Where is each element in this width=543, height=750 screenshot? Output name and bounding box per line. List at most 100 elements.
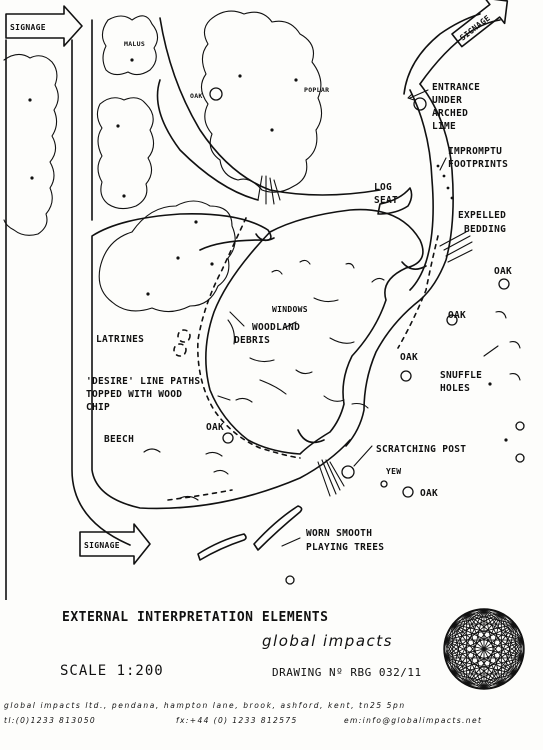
east-boundary — [345, 83, 454, 447]
company-logo — [443, 608, 525, 690]
label-footprints-1: IMPROMPTU — [448, 146, 502, 157]
upper-path-north-edge — [159, 17, 381, 196]
label-beech: BEECH — [104, 434, 134, 445]
leader-worn — [281, 537, 301, 547]
oak-tree — [515, 453, 525, 463]
label-poplar: POPLAR — [304, 86, 329, 94]
site-plan: SIGNAGE SIGNAGE SIGNAGE MALUS OAK POPLAR… — [3, 0, 525, 600]
playing-tree-1 — [253, 505, 303, 551]
entrance-path — [403, 13, 501, 95]
main-path-west-edge — [71, 39, 131, 546]
malus-hedge — [101, 15, 159, 76]
shrub-mark — [179, 495, 199, 501]
arched-lime-tree — [413, 97, 427, 111]
fax: fx:+44 (0) 1233 812575 — [176, 716, 298, 725]
label-oak-top: OAK — [190, 92, 203, 100]
main-loop-outer — [91, 213, 351, 510]
sign-label: SIGNAGE — [84, 541, 120, 550]
woodland-debris — [227, 259, 385, 409]
oak-top-tree — [209, 87, 223, 101]
label-latrines: LATRINES — [96, 334, 144, 345]
impromptu-footprints — [436, 164, 454, 200]
oak-tree — [400, 370, 412, 382]
snuffle-hole-3 — [509, 373, 521, 381]
desire-path-south — [167, 489, 233, 501]
label-desire-1: 'DESIRE' LINE PATHS — [86, 376, 200, 387]
oak-tree — [402, 486, 414, 498]
label-oak-bottom: OAK — [420, 488, 438, 499]
company-name: global impacts — [262, 632, 393, 650]
label-oak-mid: OAK — [400, 352, 418, 363]
label-footprints-2: FOOTPRINTS — [448, 159, 508, 170]
label-worn-2: PLAYING TREES — [306, 542, 384, 553]
snuffle-hole-2 — [509, 341, 521, 349]
gate-east — [401, 261, 427, 270]
drawing-scale: SCALE 1:200 — [60, 663, 164, 679]
sign-label: SIGNAGE — [10, 23, 46, 32]
desire-path-east — [397, 235, 439, 349]
label-bedding-2: BEDDING — [464, 224, 506, 235]
oak-tree — [222, 432, 234, 444]
hedge-block-lower — [96, 97, 155, 210]
poplar-roots — [257, 175, 281, 205]
label-snuffle-1: SNUFFLE — [440, 370, 482, 381]
leader-entrance — [407, 89, 429, 101]
left-hedge — [3, 53, 59, 236]
label-scratching: SCRATCHING POST — [376, 444, 466, 455]
oak-tree — [498, 278, 510, 290]
label-bedding-1: EXPELLED — [458, 210, 506, 221]
drawing-number: DRAWING Nº RBG 032/11 — [272, 666, 422, 679]
leader-desire — [217, 395, 231, 401]
company-address: global impacts ltd., pendana, hampton la… — [4, 701, 406, 710]
label-entrance-4: LIME — [432, 121, 456, 132]
shrub-mark — [205, 451, 223, 457]
label-oak-right-1: OAK — [494, 266, 512, 277]
label-windows: WINDOWS — [272, 305, 308, 314]
leader-snuffle — [483, 345, 499, 357]
label-yew: YEW — [386, 467, 401, 476]
shrub-mark — [213, 469, 229, 475]
label-malus: MALUS — [124, 40, 145, 48]
playing-tree-2 — [197, 533, 247, 561]
label-snuffle-2: HOLES — [440, 383, 470, 394]
leader-woodland — [229, 311, 245, 327]
email: em:info@globalimpacts.net — [344, 716, 483, 725]
yew-tree — [380, 480, 388, 488]
signage-top-right: SIGNAGE — [451, 0, 509, 48]
drawing-title: EXTERNAL INTERPRETATION ELEMENTS — [62, 610, 329, 625]
poplar-cluster — [200, 10, 323, 193]
label-worn-1: WORN SMOOTH — [306, 528, 372, 539]
label-entrance-1: ENTRANCE — [432, 82, 480, 93]
signage-bottom-left: SIGNAGE — [79, 523, 151, 565]
oak-tree — [515, 421, 525, 431]
snuffle-hole-1 — [495, 311, 507, 319]
label-entrance-3: ARCHED — [432, 108, 468, 119]
label-oak-lower: OAK — [206, 422, 224, 433]
log-seat — [377, 187, 413, 215]
desire-path-inner — [197, 217, 301, 459]
label-entrance-2: UNDER — [432, 95, 462, 106]
gate-west — [255, 233, 275, 242]
telephone: tl:(0)1233 813050 — [4, 716, 97, 725]
label-woodland-1: WOODLAND — [252, 322, 300, 333]
expelled-bedding — [439, 231, 473, 263]
label-desire-2: TOPPED WITH WOOD — [86, 389, 182, 400]
label-log-seat-1: LOG — [374, 182, 392, 193]
west-tree-mass — [98, 200, 236, 313]
leader-scratching — [353, 445, 373, 467]
scratching-post-tree — [341, 465, 355, 479]
signage-top-left: SIGNAGE — [5, 5, 83, 47]
upper-path-south-edge — [156, 79, 259, 201]
leader-footprints — [439, 157, 447, 171]
latrine-2 — [173, 343, 187, 357]
latrine-1 — [177, 329, 191, 343]
label-log-seat-2: SEAT — [374, 195, 398, 206]
enclosure-fence — [205, 208, 424, 455]
playing-tree-stump — [285, 575, 295, 585]
label-oak-right-2: OAK — [448, 310, 466, 321]
scratching-hatch — [317, 459, 345, 497]
title-block: EXTERNAL INTERPRETATION ELEMENTS global … — [0, 600, 543, 750]
gate-south — [297, 429, 325, 444]
label-desire-3: CHIP — [86, 402, 110, 413]
